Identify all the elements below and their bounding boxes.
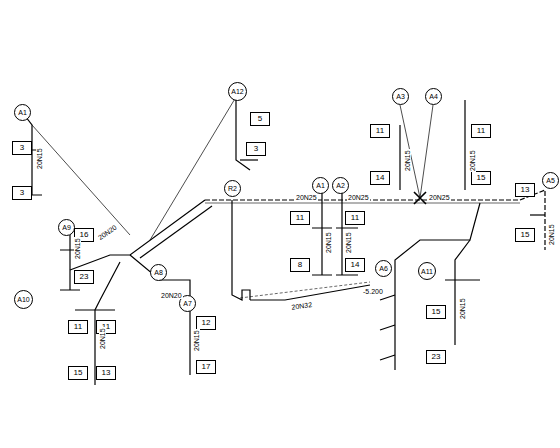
fixture-number: 3	[20, 189, 24, 197]
callout-circle: A4	[425, 88, 442, 105]
fixture-box: 13	[96, 366, 116, 380]
pipe-size-label: 20N25	[347, 194, 370, 201]
fixture-box: 13	[515, 183, 535, 197]
callout-circle: A3	[392, 88, 409, 105]
fixture-box: 11	[471, 124, 491, 138]
fixture-box: 15	[515, 228, 535, 242]
callout-circle: A12	[228, 82, 247, 101]
callout-label: A12	[231, 88, 243, 95]
fixture-box: 12	[196, 316, 216, 330]
fixture-box: 5	[250, 112, 270, 126]
callout-label: A7	[183, 300, 192, 307]
callout-label: A10	[17, 296, 29, 303]
fixture-number: 15	[477, 174, 486, 182]
fixture-box: 11	[345, 211, 365, 225]
fixture-number: 8	[298, 261, 302, 269]
pipe-size-label: 20N20	[160, 292, 183, 299]
pipe-size-label: 20N15	[325, 231, 332, 254]
fixture-number: 11	[376, 127, 384, 135]
fixture-box: 3	[246, 142, 266, 156]
fixture-box: 23	[426, 350, 446, 364]
fixture-box: 8	[290, 258, 310, 272]
fixture-number: 3	[254, 145, 258, 153]
fixture-number: 13	[102, 369, 111, 377]
fixture-box: 14	[370, 171, 390, 185]
pipe-size-label: 20N15	[404, 149, 411, 172]
fixture-number: 14	[351, 261, 360, 269]
pipe-size-label: 20N15	[469, 149, 476, 172]
callout-label: A8	[154, 269, 163, 276]
fixture-number: 15	[432, 308, 441, 316]
fixture-box: 15	[471, 171, 491, 185]
fixture-box: 23	[74, 270, 94, 284]
pipe-size-label: -5.200	[362, 288, 384, 295]
fixture-box: 3	[12, 186, 32, 200]
fixture-box: 11	[68, 320, 88, 334]
fixture-number: 15	[74, 369, 83, 377]
pipe-size-label: 20N25	[428, 194, 451, 201]
callout-circle: A10	[14, 290, 33, 309]
pipe-size-label: 20N15	[99, 327, 106, 350]
fixture-box: 15	[68, 366, 88, 380]
callout-circle: A5	[542, 172, 559, 189]
pipe-size-label: 20N15	[193, 329, 200, 352]
fixture-box: 14	[345, 258, 365, 272]
callout-label: A2	[336, 182, 345, 189]
pipe-size-label: 20N15	[345, 231, 352, 254]
fixture-number: 13	[521, 186, 530, 194]
pipe-size-label: 20N15	[36, 147, 43, 170]
fixture-number: 5	[258, 115, 262, 123]
pipe-size-label: 20N15	[459, 297, 466, 320]
callout-circle: A9	[58, 219, 75, 236]
callout-circle: A6	[375, 260, 392, 277]
callout-label: A4	[429, 93, 438, 100]
pipe-size-label: 20N15	[74, 237, 81, 260]
fixture-number: 11	[74, 323, 82, 331]
callout-label: R2	[228, 185, 237, 192]
pipe-size-label: 20N25	[295, 194, 318, 201]
fixture-number: 17	[202, 363, 211, 371]
pipe-size-label: 20N32	[290, 301, 313, 311]
callout-circle: A11	[418, 262, 436, 280]
fixture-number: 3	[20, 144, 24, 152]
fixture-number: 11	[477, 127, 485, 135]
fixture-box: 11	[290, 211, 310, 225]
fixture-number: 11	[351, 214, 359, 222]
fixture-box: 17	[196, 360, 216, 374]
callout-label: A9	[62, 224, 71, 231]
fixture-number: 11	[296, 214, 304, 222]
fixture-box: 11	[370, 124, 390, 138]
callout-label: A1	[18, 109, 27, 116]
pipe-size-label: 20N15	[548, 223, 555, 246]
callout-circle: A1	[14, 104, 31, 121]
pipe-size-label: 20N20	[96, 223, 119, 242]
fixture-number: 12	[202, 319, 211, 327]
callout-label: A11	[421, 268, 433, 275]
fixture-number: 23	[432, 353, 441, 361]
callout-circle: R2	[224, 180, 241, 197]
callout-label: A6	[379, 265, 388, 272]
fixture-box: 15	[426, 305, 446, 319]
callout-label: A1	[316, 182, 325, 189]
callout-circle: A2	[332, 177, 349, 194]
callout-label: A3	[396, 93, 405, 100]
fixture-box: 3	[12, 141, 32, 155]
callout-label: A5	[546, 177, 555, 184]
callout-circle: A8	[150, 264, 167, 281]
fixture-number: 15	[521, 231, 530, 239]
callout-circle: A1	[312, 177, 329, 194]
fixture-number: 23	[80, 273, 89, 281]
fixture-number: 14	[376, 174, 385, 182]
